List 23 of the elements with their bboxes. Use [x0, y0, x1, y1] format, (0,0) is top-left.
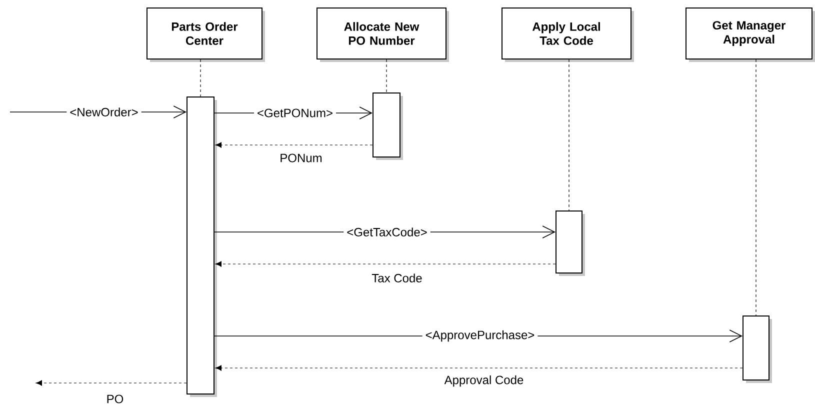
activation-bar: [742, 316, 772, 383]
edge-label: PO: [107, 394, 124, 404]
reply-arrow: [36, 380, 187, 386]
activation-bar: [186, 96, 217, 397]
edge-label: <GetTaxCode>: [344, 224, 430, 240]
edge-label: <ApprovePurchase>: [422, 327, 538, 345]
activation-bar: [556, 210, 585, 276]
activation-bar: [372, 92, 403, 160]
edge-label: Approval Code: [444, 375, 524, 387]
participant-box: Apply Local Tax Code: [502, 8, 634, 62]
edge-label: <GetPONum>: [254, 106, 336, 120]
edge-label: <NewOrder>: [66, 104, 142, 120]
edge-label: PONum: [280, 154, 322, 162]
participant-box: Allocate New PO Number: [316, 8, 449, 62]
reply-arrow: [215, 365, 743, 371]
reply-arrow: [215, 261, 556, 267]
lifeline: [200, 59, 201, 97]
participant-box: Parts Order Center: [146, 8, 265, 62]
edge-label: Tax Code: [372, 274, 422, 282]
lifeline: [386, 59, 387, 93]
lifeline: [568, 59, 570, 211]
participant-box: Get Manager Approval: [686, 8, 815, 62]
reply-arrow: [215, 142, 373, 148]
